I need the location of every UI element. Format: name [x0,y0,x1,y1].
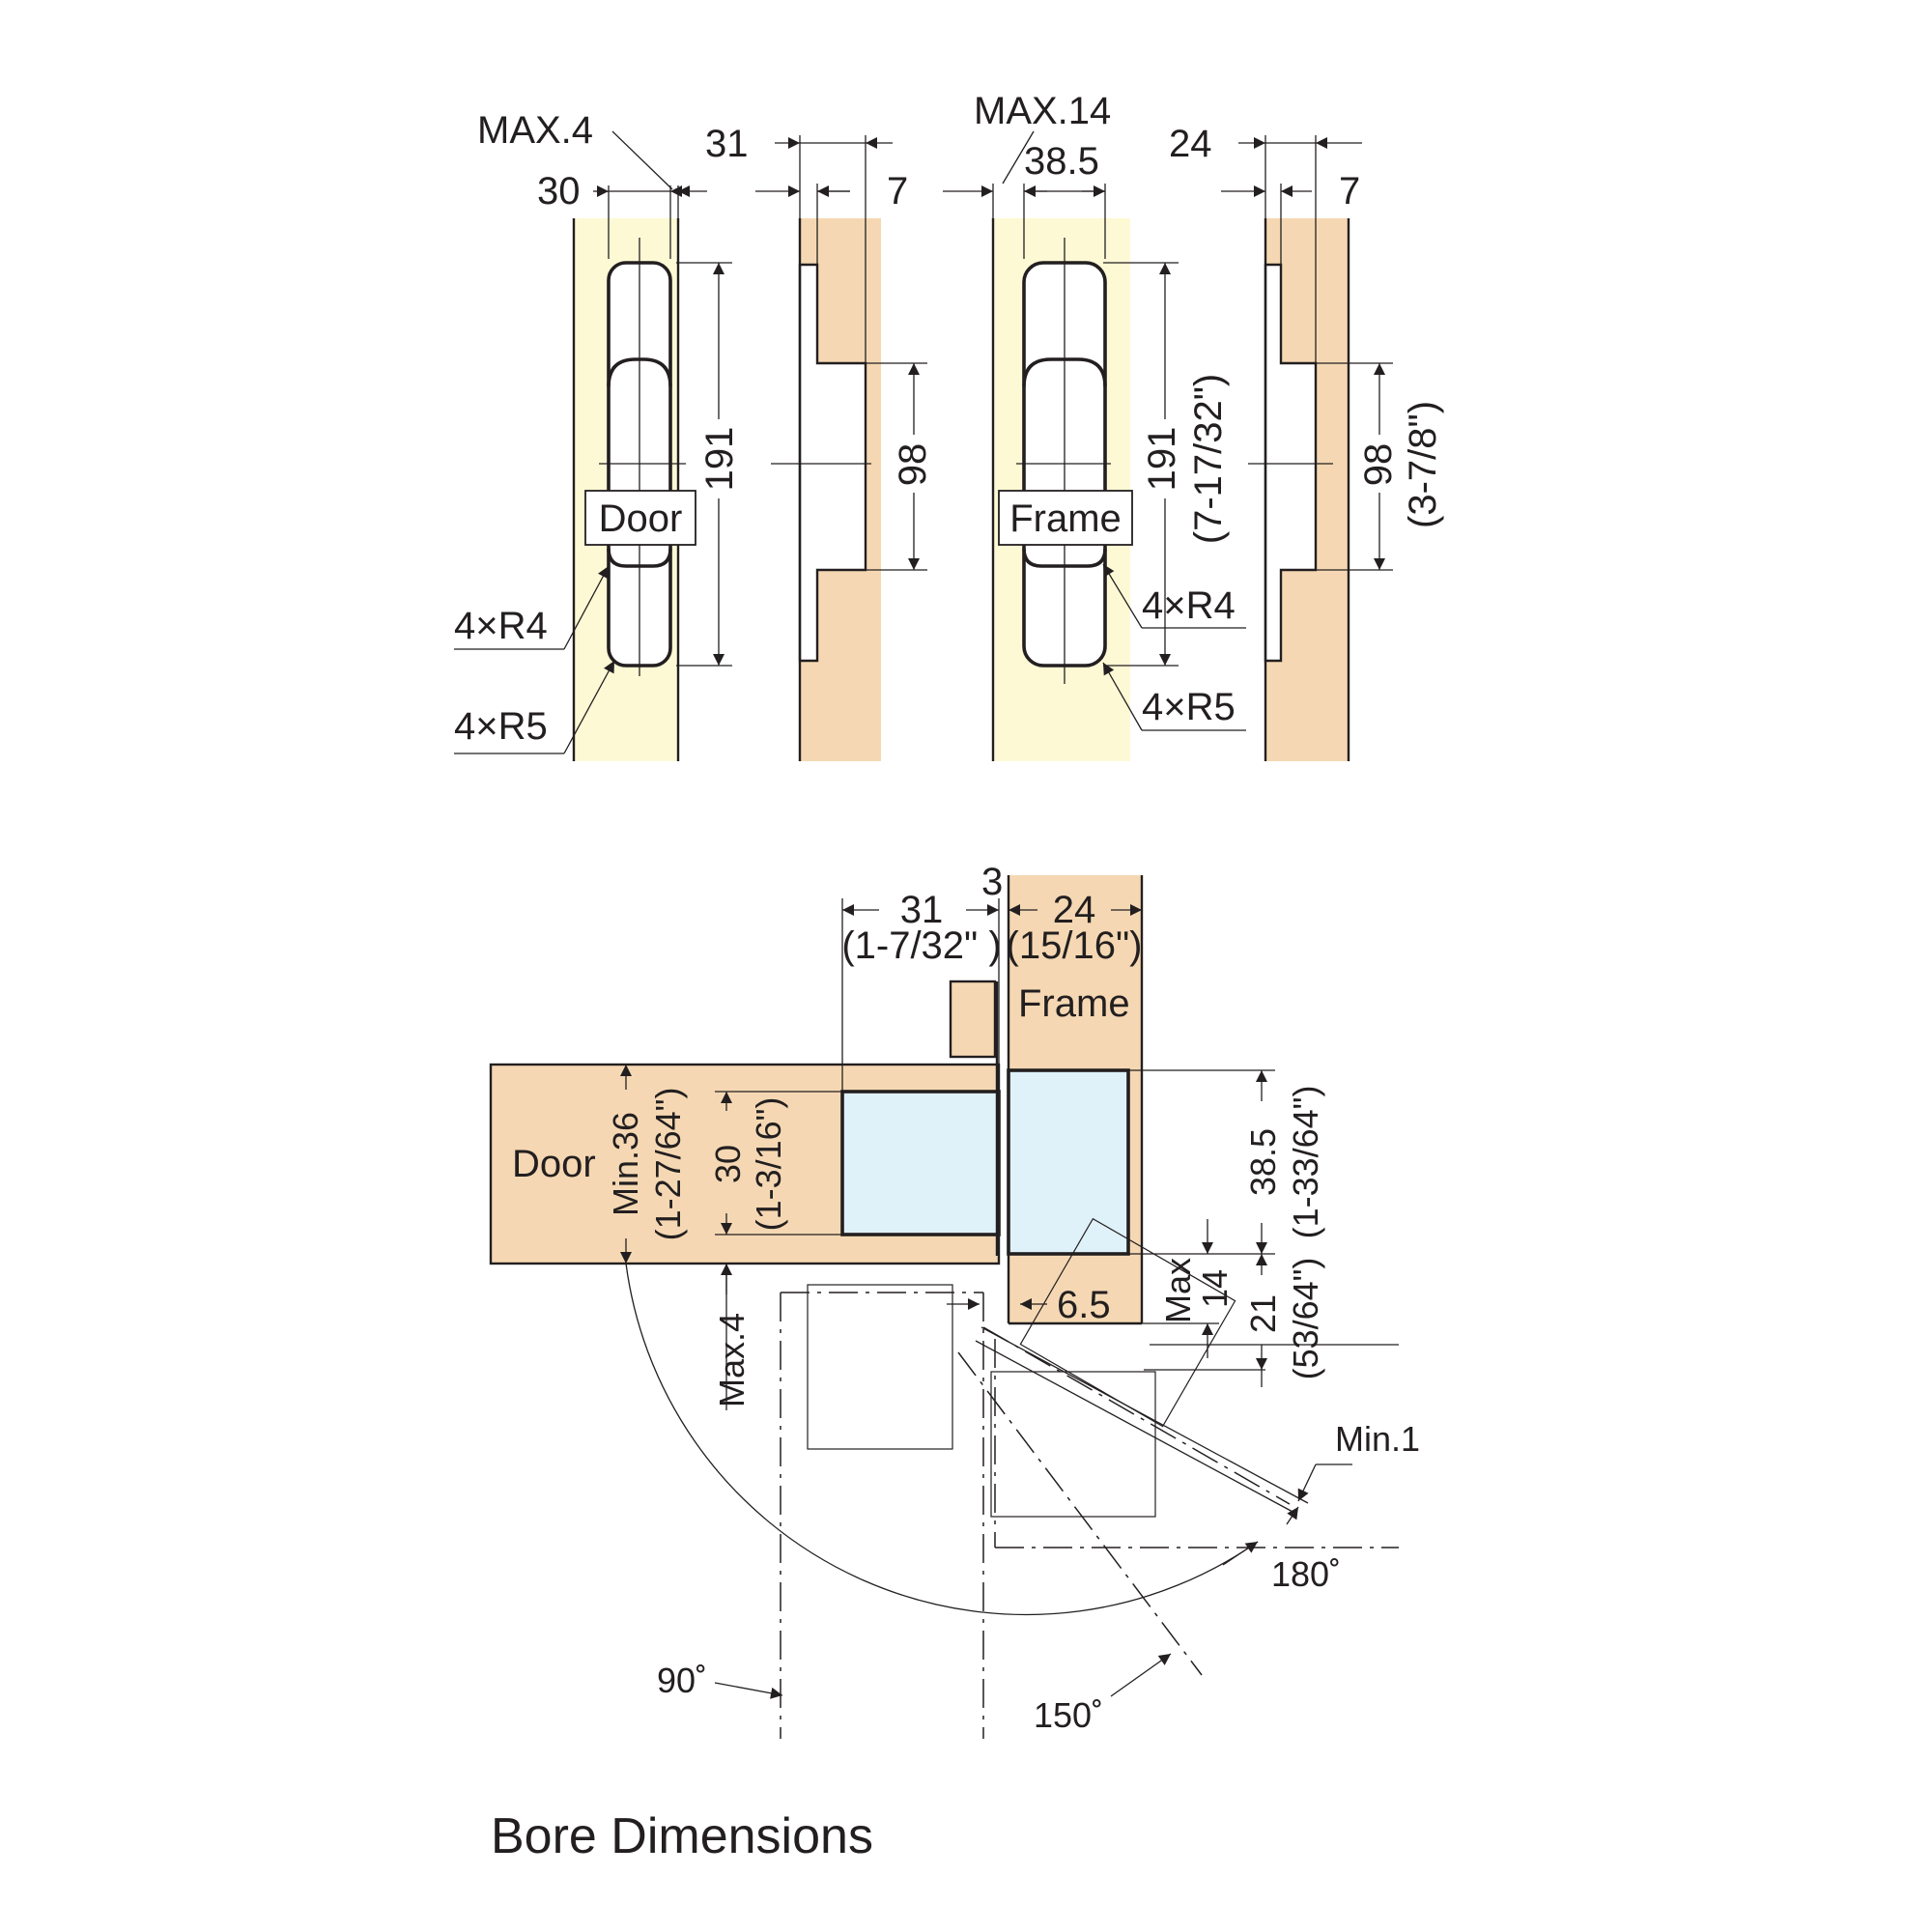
frame-offset-label: 6.5 [1057,1284,1111,1326]
door-min-label: Min.36 [606,1112,645,1216]
frame-width-label: 38.5 [1024,140,1099,183]
door-max-label: MAX.4 [477,109,593,152]
frame-depth-label: 24 [1053,889,1096,931]
frame-bore-inch-label: (1-33/64") [1286,1086,1325,1239]
frame-side-length-inch-label: (3-7/8") [1402,401,1444,528]
door-depth-label: 31 [900,889,944,931]
door-front-view: MAX.4 30 191 Door 4×R4 4×R5 [454,109,741,761]
frame-gap-inch-label: (53/64") [1286,1258,1325,1380]
caption: Bore Dimensions [491,1808,873,1864]
door-bore [840,1090,1001,1236]
frame-side-length-label: 98 [1357,443,1400,487]
frame-max-label: MAX.14 [974,90,1111,132]
door-length-label: 191 [698,427,741,492]
gap-label: 3 [981,861,1003,903]
door-width-label: 30 [537,170,581,213]
frame-stop [949,980,997,1059]
frame-side-depth-label: 24 [1169,123,1212,165]
door-depth-inch-label: (1-7/32" ) [841,924,1001,967]
bore-width-inch-label: (1-3/16") [749,1097,788,1232]
door-min-inch-label: (1-27/64") [648,1088,688,1241]
door-label-box [584,490,696,546]
frame-side-offset-label: 7 [1339,170,1360,213]
max-frame-label: Max [1158,1258,1198,1323]
frame-depth-inch-label: (15/16") [1007,924,1143,967]
plan-frame-label: Frame [1018,982,1130,1025]
bore-width-label: 30 [708,1145,748,1183]
door-radius-r4: 4×R4 [454,605,548,647]
door-side-section: 31 7 98 [705,123,934,761]
door-side-depth-label: 31 [705,123,749,165]
frame-radius-r4: 4×R4 [1142,584,1236,627]
frame-gap-label: 21 [1243,1294,1283,1333]
frame-bore-label: 38.5 [1243,1128,1283,1196]
frame-radius-r5: 4×R5 [1142,686,1236,728]
door-radius-r5: 4×R5 [454,705,548,748]
frame-label-box [998,490,1133,546]
door-side-length-label: 98 [892,443,934,487]
frame-length-label: 191 [1141,427,1183,492]
frame-front-view: MAX.14 38.5 191 (7-17/32") Frame 4×R4 4×… [943,90,1246,761]
hinge-150-outline [1019,1217,1236,1428]
angle-150-label: 150˚ [1034,1695,1103,1735]
swing-arc [625,1263,1259,1616]
hinge-90-outline [807,1284,953,1450]
frame-bore [1007,1068,1130,1256]
frame-side-section: 24 7 98 (3-7/8") [1169,123,1444,761]
plan-section: Frame Door 3 31 (1-7/32" ) 24 (15/16") M… [489,861,1420,1739]
hinge-180-outline [990,1371,1156,1518]
angle-180-label: 180˚ [1271,1554,1341,1594]
door-label: Door [599,497,683,540]
frame-length-inch-label: (7-17/32") [1187,374,1230,545]
min-gap-label: Min.1 [1335,1419,1420,1459]
plan-door-label: Door [512,1143,596,1185]
frame-label: Frame [1009,497,1122,540]
door-side-offset-label: 7 [887,170,908,213]
max-door-label: Max.4 [712,1313,752,1407]
angle-90-label: 90˚ [657,1661,707,1700]
